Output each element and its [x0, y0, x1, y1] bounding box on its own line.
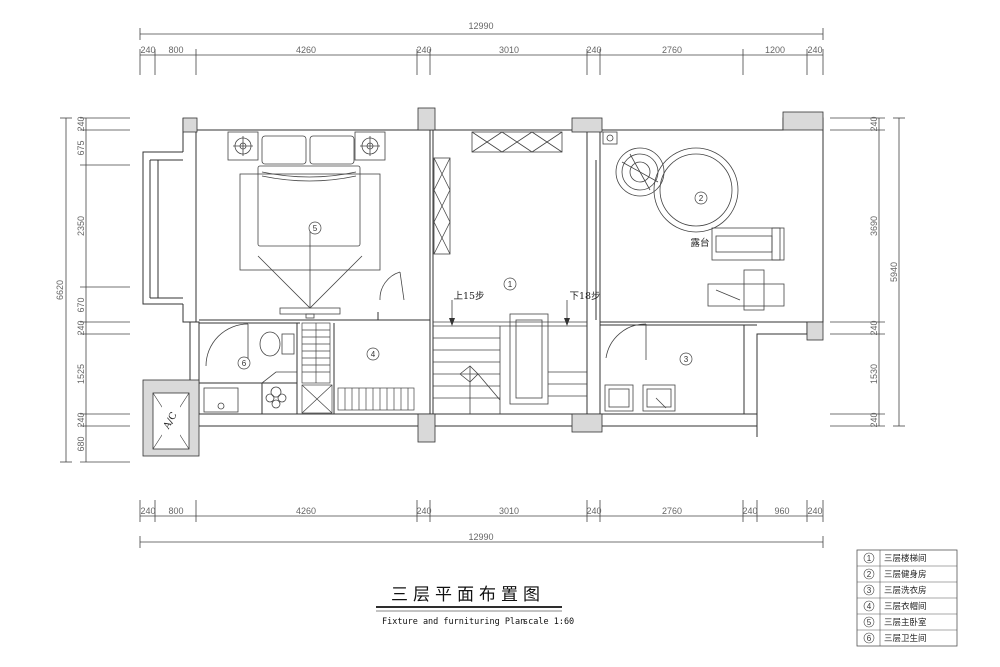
stair-treads-left: [433, 337, 500, 399]
top-seg-text: 4260: [296, 45, 316, 55]
bottom-seg-text: 240: [742, 506, 757, 516]
washing-machine: [604, 384, 634, 412]
legend-number: 5: [867, 618, 872, 627]
bottom-seg-text: 240: [140, 506, 155, 516]
top-ticks: [139, 49, 824, 75]
left-seg-text: 240: [76, 412, 86, 427]
legend-number: 1: [867, 554, 872, 563]
top-cabinet: [471, 131, 563, 153]
left-ticks: [80, 117, 130, 463]
bottom-seg-text: 2760: [662, 506, 682, 516]
bottom-total-text: 12990: [468, 532, 493, 542]
stair-down-label: 下18步: [569, 291, 600, 302]
left-seg-text: 680: [76, 436, 86, 451]
shoe-rack: [337, 387, 415, 411]
title-english: Fixture and furnituring Plan: [382, 617, 525, 627]
top-seg-text: 2760: [662, 45, 682, 55]
room-number-circles: [237, 191, 708, 370]
exercise-bench: [707, 283, 785, 307]
room-number-texts: 1 2 3 4 5 6: [242, 194, 704, 368]
treadmill: [711, 227, 785, 261]
toilet: [259, 331, 281, 357]
top-seg-text: 1200: [765, 45, 785, 55]
bathroom-fixtures: [203, 323, 297, 413]
bottom-seg-text: 240: [586, 506, 601, 516]
right-seg-text: 240: [869, 412, 879, 427]
top-seg-text: 3010: [499, 45, 519, 55]
terrace-furniture: [602, 131, 785, 360]
legend-room-name: 三层洗衣房: [884, 585, 927, 596]
bottom-ticks: [139, 500, 824, 522]
tv-cabinet: [279, 307, 341, 315]
sink-counter: [203, 387, 239, 413]
round-table-outer: [653, 147, 739, 233]
right-seg-text: 3690: [869, 216, 879, 236]
laundry-fixtures: [604, 384, 676, 412]
walls: [142, 117, 824, 437]
top-seg-text: 240: [586, 45, 601, 55]
left-seg-text: 1525: [76, 364, 86, 384]
top-seg-text: 240: [807, 45, 822, 55]
nightstand-left: [227, 131, 259, 161]
pillow-right: [309, 135, 355, 165]
drawer-unit: [301, 384, 333, 414]
room-legend: 1 2 3 4 5 6 三层楼梯间 三层健身房 三层洗衣房 三层衣帽间 三层主卧…: [856, 549, 958, 647]
terrace-label: 露台: [690, 237, 709, 249]
right-total-text: 5940: [889, 262, 899, 282]
nightstand-right: [354, 131, 386, 161]
dimension-texts: 12990 240 800 4260 240 3010 240 2760 120…: [55, 21, 899, 542]
lounge-chair: [615, 147, 665, 197]
top-seg-text: 240: [416, 45, 431, 55]
bottom-seg-text: 960: [774, 506, 789, 516]
bottom-seg-text: 800: [168, 506, 183, 516]
left-seg-text: 670: [76, 297, 86, 312]
laundry-sink: [642, 384, 676, 412]
pillow-left: [261, 135, 307, 165]
staircase: [433, 131, 587, 414]
legend-number: 4: [867, 602, 872, 611]
top-seg-text: 240: [140, 45, 155, 55]
bed: [257, 165, 361, 247]
stair-well: [509, 313, 549, 405]
left-seg-text: 240: [76, 320, 86, 335]
left-total-text: 6620: [55, 280, 65, 300]
top-seg-text: 800: [168, 45, 183, 55]
left-seg-text: 2350: [76, 216, 86, 236]
legend-number: 6: [867, 634, 872, 643]
bedroom-furniture: [227, 131, 405, 319]
room-number: 5: [313, 224, 318, 233]
legend-number: 2: [867, 570, 872, 579]
top-total-text: 12990: [468, 21, 493, 31]
left-seg-text: 240: [76, 116, 86, 131]
legend-room-name: 三层主卧室: [884, 617, 927, 628]
bottom-seg-text: 4260: [296, 506, 316, 516]
legend-room-name: 三层楼梯间: [884, 553, 927, 564]
room-number: 4: [371, 350, 376, 359]
right-ticks: [830, 117, 885, 427]
title-chinese: 三层平面布置图: [391, 585, 545, 605]
bottom-seg-text: 240: [416, 506, 431, 516]
room-number: 2: [699, 194, 704, 203]
room-number: 1: [508, 280, 513, 289]
room-number: 3: [684, 355, 689, 364]
legend-number: 3: [867, 586, 872, 595]
stair-up-label: 上15步: [453, 291, 484, 302]
drawing-title: 三层平面布置图 Fixture and furnituring Plan sca…: [376, 585, 574, 627]
wardrobe-fixtures: [301, 322, 415, 414]
bottom-seg-text: 240: [807, 506, 822, 516]
side-cabinet: [433, 157, 451, 255]
right-seg-text: 240: [869, 320, 879, 335]
legend-room-name: 三层卫生间: [884, 633, 927, 644]
right-seg-text: 1530: [869, 364, 879, 384]
legend-room-name: 三层健身房: [884, 569, 927, 580]
room-number: 6: [242, 359, 247, 368]
title-scale: scale 1:60: [523, 617, 574, 627]
floor-drain-plant: [265, 386, 287, 409]
legend-room-name: 三层衣帽间: [884, 601, 927, 612]
right-seg-text: 240: [869, 116, 879, 131]
left-seg-text: 675: [76, 140, 86, 155]
bottom-seg-text: 3010: [499, 506, 519, 516]
